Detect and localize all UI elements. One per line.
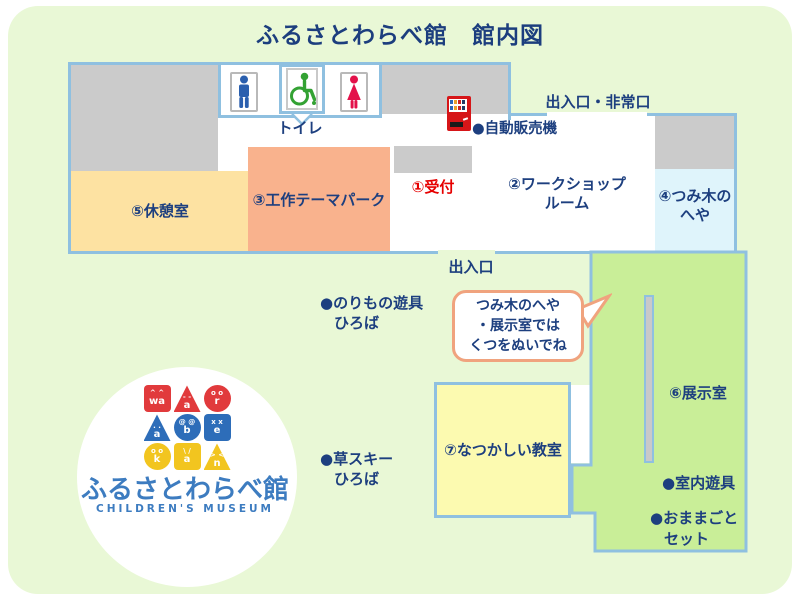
logo-block: . .a (143, 414, 171, 441)
wall-opening (505, 120, 514, 251)
vending-machine-slot (450, 122, 463, 127)
logo-name-text: ふるさとわらべ館 (80, 475, 289, 505)
shoes-off-corridor (571, 385, 591, 463)
craft-theme-park-label: ③工作テーマパーク (252, 191, 386, 209)
page-title: ふるさとわらべ館 館内図 (256, 23, 544, 49)
exhibit-partition-wall (644, 295, 654, 463)
shoes-off-speech-bubble: つみ木のへや ・展示室では くつをぬいでね (452, 290, 584, 362)
craft-theme-park-area (248, 147, 390, 251)
rest-room-label: ⑤休憩室 (131, 202, 189, 220)
wall-block (655, 116, 734, 169)
vehicle-playground-label: ●のりもの遊具 ひろば (320, 294, 424, 332)
playing-house-label: ●おままごと セット (650, 509, 739, 548)
logo-block: - -a (173, 385, 201, 412)
accessible-toilet-box (279, 64, 325, 114)
exhibit-room-label: ⑥展示室 (669, 384, 727, 402)
logo-block: \ /a (173, 443, 201, 470)
tsumiki-room-label: ④つみ木の へや (658, 187, 732, 224)
logo-block: > <n (203, 443, 231, 470)
entrance-door-gap (438, 250, 495, 258)
tsumiki-room-area (655, 169, 734, 251)
vending-machine-detail (462, 117, 469, 121)
classroom-label: ⑦なつかしい教室 (444, 441, 562, 459)
indoor-toys-label: ●室内遊具 (662, 474, 736, 492)
logo-subtitle-text: CHILDREN'S MUSEUM (96, 503, 274, 515)
wall-block (382, 65, 508, 114)
male-toilet-icon (230, 72, 258, 112)
grass-ski-label: ●草スキー ひろば (320, 450, 394, 488)
toilet-sign-pointer (291, 114, 313, 126)
wheelchair-icon (286, 68, 318, 110)
wall-block (71, 65, 218, 171)
logo-block: ^ ^wa (143, 385, 171, 412)
toilet-label: トイレ (277, 119, 323, 137)
rest-room-area (71, 171, 248, 251)
entrance-label: 出入口 (448, 258, 494, 276)
vending-machine-label: ●自動販売機 (472, 121, 558, 137)
emergency-exit-door-gap (547, 112, 647, 121)
exit-emergency-label: 出入口・非常口 (545, 93, 651, 111)
vending-machine-icon (447, 96, 471, 131)
female-toilet-icon (340, 72, 368, 112)
workshop-room-label: ②ワークショップ ルーム (508, 175, 626, 212)
classroom-area (434, 382, 571, 518)
vending-machine-display (449, 99, 467, 112)
reception-counter-wall (394, 146, 472, 173)
logo-block: @ @b (173, 414, 201, 441)
reception-label: ①受付 (411, 178, 455, 196)
